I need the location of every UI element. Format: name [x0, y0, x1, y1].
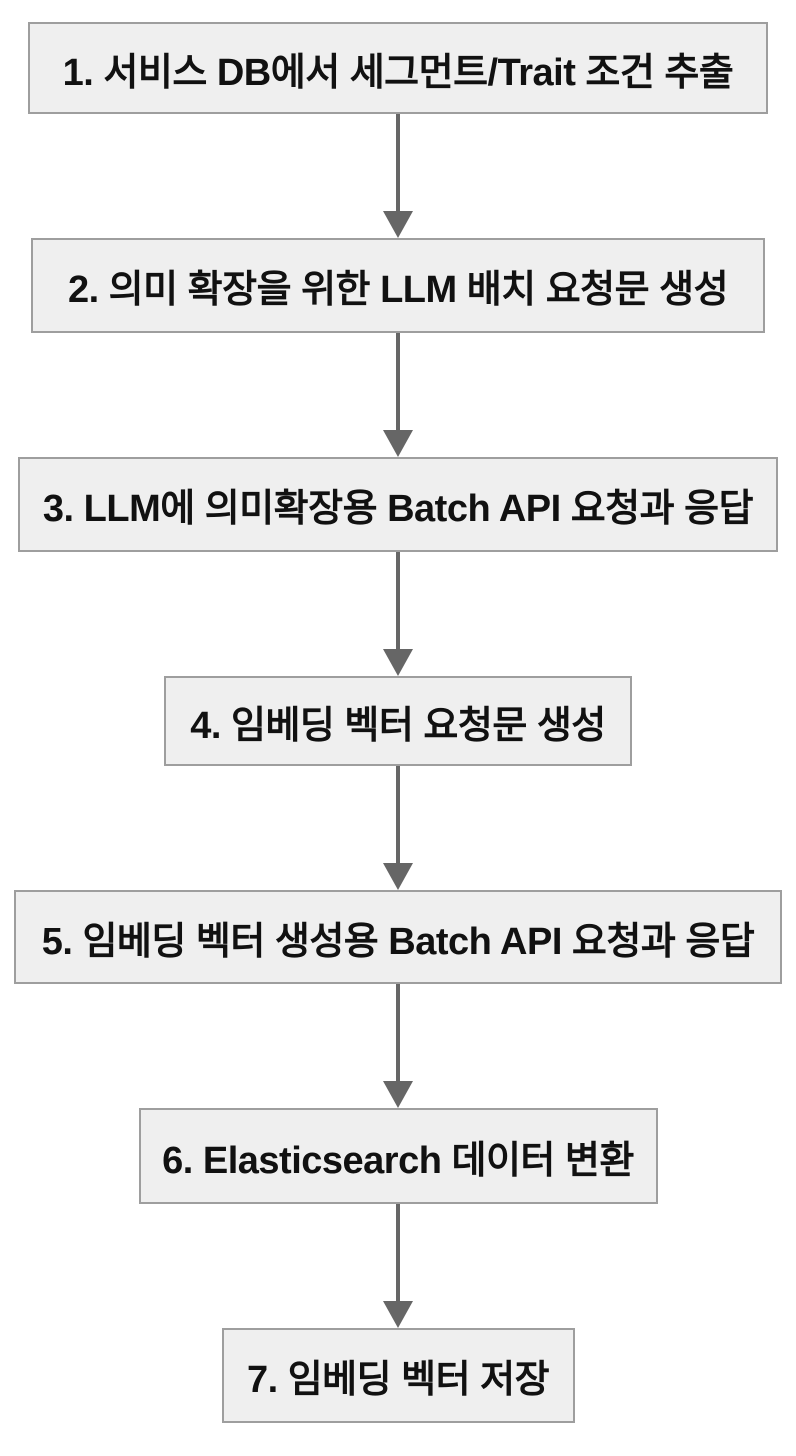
arrow-shaft — [396, 114, 400, 211]
flow-step-2-label: 2. 의미 확장을 위한 LLM 배치 요청문 생성 — [67, 269, 729, 311]
arrow-head — [383, 863, 413, 890]
arrow-shaft — [396, 333, 400, 430]
flow-step-7-label: 7. 임베딩 벡터 저장 — [246, 1359, 550, 1401]
arrow-shaft — [396, 1204, 400, 1301]
flow-step-7: 7. 임베딩 벡터 저장 — [221, 1328, 575, 1423]
flow-step-6-label: 6. Elasticsearch 데이터 변환 — [162, 1139, 634, 1182]
arrow-down-icon — [383, 766, 413, 890]
flow-step-1-label: 1. 서비스 DB에서 세그먼트/Trait 조건 추출 — [62, 51, 734, 94]
arrow-down-icon — [383, 552, 413, 676]
flow-step-4: 4. 임베딩 벡터 요청문 생성 — [164, 676, 632, 766]
arrow-down-icon — [383, 1204, 413, 1328]
flow-step-4-label: 4. 임베딩 벡터 요청문 생성 — [190, 704, 606, 747]
arrow-down-icon — [383, 333, 413, 457]
arrow-shaft — [396, 766, 400, 863]
arrow-head — [383, 211, 413, 238]
flow-step-2: 2. 의미 확장을 위한 LLM 배치 요청문 생성 — [31, 238, 765, 333]
flow-step-6: 6. Elasticsearch 데이터 변환 — [138, 1108, 658, 1204]
flow-step-1: 1. 서비스 DB에서 세그먼트/Trait 조건 추출 — [28, 22, 768, 114]
arrow-head — [383, 1301, 413, 1328]
arrow-head — [383, 1081, 413, 1108]
flow-step-3-label: 3. LLM에 의미확장용 Batch API 요청과 응답 — [42, 488, 754, 530]
arrow-head — [383, 430, 413, 457]
arrow-head — [383, 649, 413, 676]
flow-step-3: 3. LLM에 의미확장용 Batch API 요청과 응답 — [18, 457, 778, 552]
arrow-shaft — [396, 552, 400, 649]
flow-step-5: 5. 임베딩 벡터 생성용 Batch API 요청과 응답 — [14, 890, 782, 984]
flowchart: 1. 서비스 DB에서 세그먼트/Trait 조건 추출 2. 의미 확장을 위… — [14, 22, 782, 1423]
arrow-down-icon — [383, 984, 413, 1108]
arrow-shaft — [396, 984, 400, 1081]
flow-step-5-label: 5. 임베딩 벡터 생성용 Batch API 요청과 응답 — [41, 920, 755, 963]
arrow-down-icon — [383, 114, 413, 238]
